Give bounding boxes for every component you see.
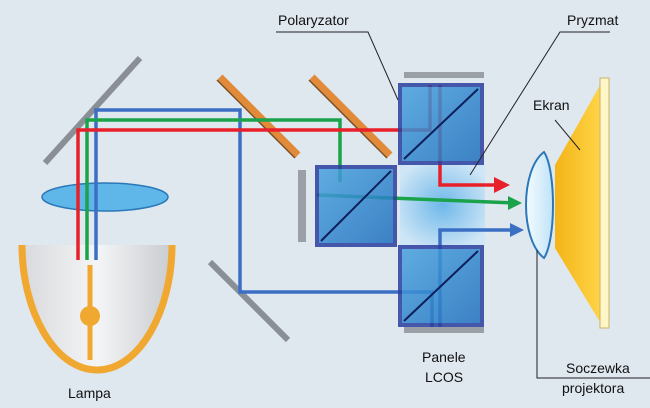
mirror-1 (42, 55, 143, 166)
polarizer-cube-bottom (398, 245, 484, 333)
light-cone (555, 80, 603, 327)
lamp-bulb (80, 306, 100, 326)
leader-lens (536, 250, 650, 379)
projector-lens (525, 150, 554, 260)
label-lens-line2: projektora (562, 380, 624, 396)
label-screen: Ekran (533, 97, 570, 113)
mirror-2 (207, 259, 291, 343)
label-lens-line1: Soczewka (566, 360, 630, 376)
dichroic-mirror-2 (309, 74, 393, 158)
label-polarizer: Polaryzator (278, 12, 349, 28)
label-panels-line2: LCOS (425, 369, 463, 385)
leader-screen (554, 119, 581, 151)
lamp-reflector (18, 244, 176, 374)
label-prism: Pryzmat (567, 12, 618, 28)
polarizer-cube-top (398, 72, 484, 165)
condenser-lens (41, 182, 169, 212)
polarizer-cube-left (298, 165, 397, 247)
label-lamp: Lampa (68, 385, 111, 401)
leader-prism (469, 31, 610, 176)
prism (400, 165, 485, 245)
leader-polarizer (276, 31, 399, 101)
dichroic-mirror-1 (217, 74, 301, 158)
label-panels-line1: Panele (422, 349, 466, 365)
dichroic-mirror-2-edge (308, 79, 388, 159)
screen (599, 77, 610, 329)
